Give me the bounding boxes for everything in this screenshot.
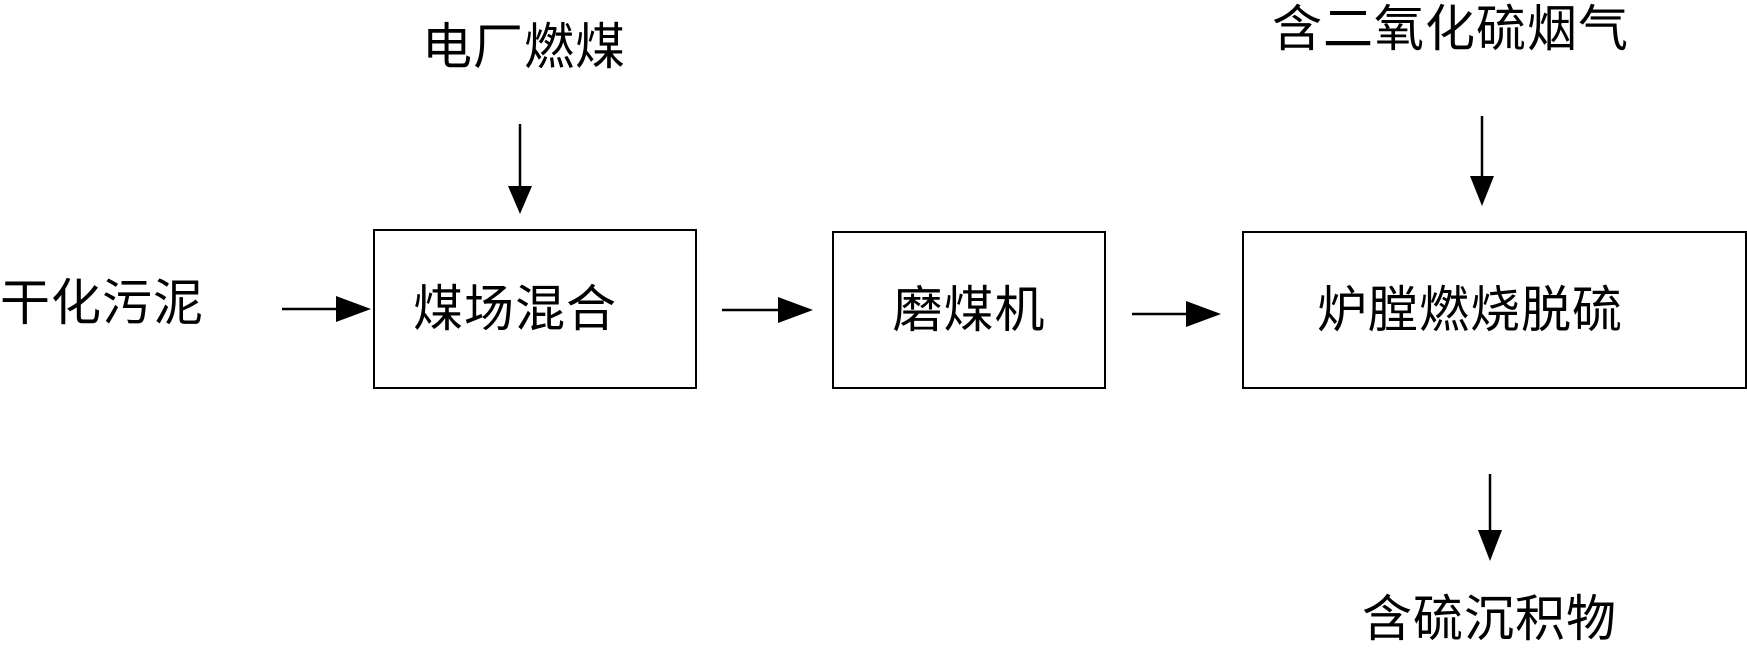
step-coal-mill-label: 磨煤机 (892, 281, 1046, 339)
arrow-sludge-to-mixing (282, 296, 371, 322)
arrow-mixing-to-mill (722, 297, 813, 323)
arrow-fluegas-to-furnace (1470, 116, 1494, 206)
arrow-mill-to-furnace (1132, 301, 1221, 327)
input-power-plant-coal: 电厂燃煤 (422, 18, 626, 76)
input-so2-flue-gas: 含二氧化硫烟气 (1272, 0, 1629, 58)
arrow-coal-to-mixing (508, 124, 532, 214)
input-dried-sludge: 干化污泥 (0, 274, 204, 332)
step-furnace-desulfurization-label: 炉膛燃烧脱硫 (1317, 281, 1623, 339)
arrow-furnace-to-deposit (1478, 474, 1502, 561)
step-coal-yard-mixing-label: 煤场混合 (413, 280, 617, 338)
step-furnace-desulfurization: 炉膛燃烧脱硫 (1242, 231, 1747, 389)
output-sulfur-deposit: 含硫沉积物 (1362, 590, 1617, 648)
step-coal-yard-mixing: 煤场混合 (373, 229, 697, 389)
step-coal-mill: 磨煤机 (832, 231, 1106, 389)
